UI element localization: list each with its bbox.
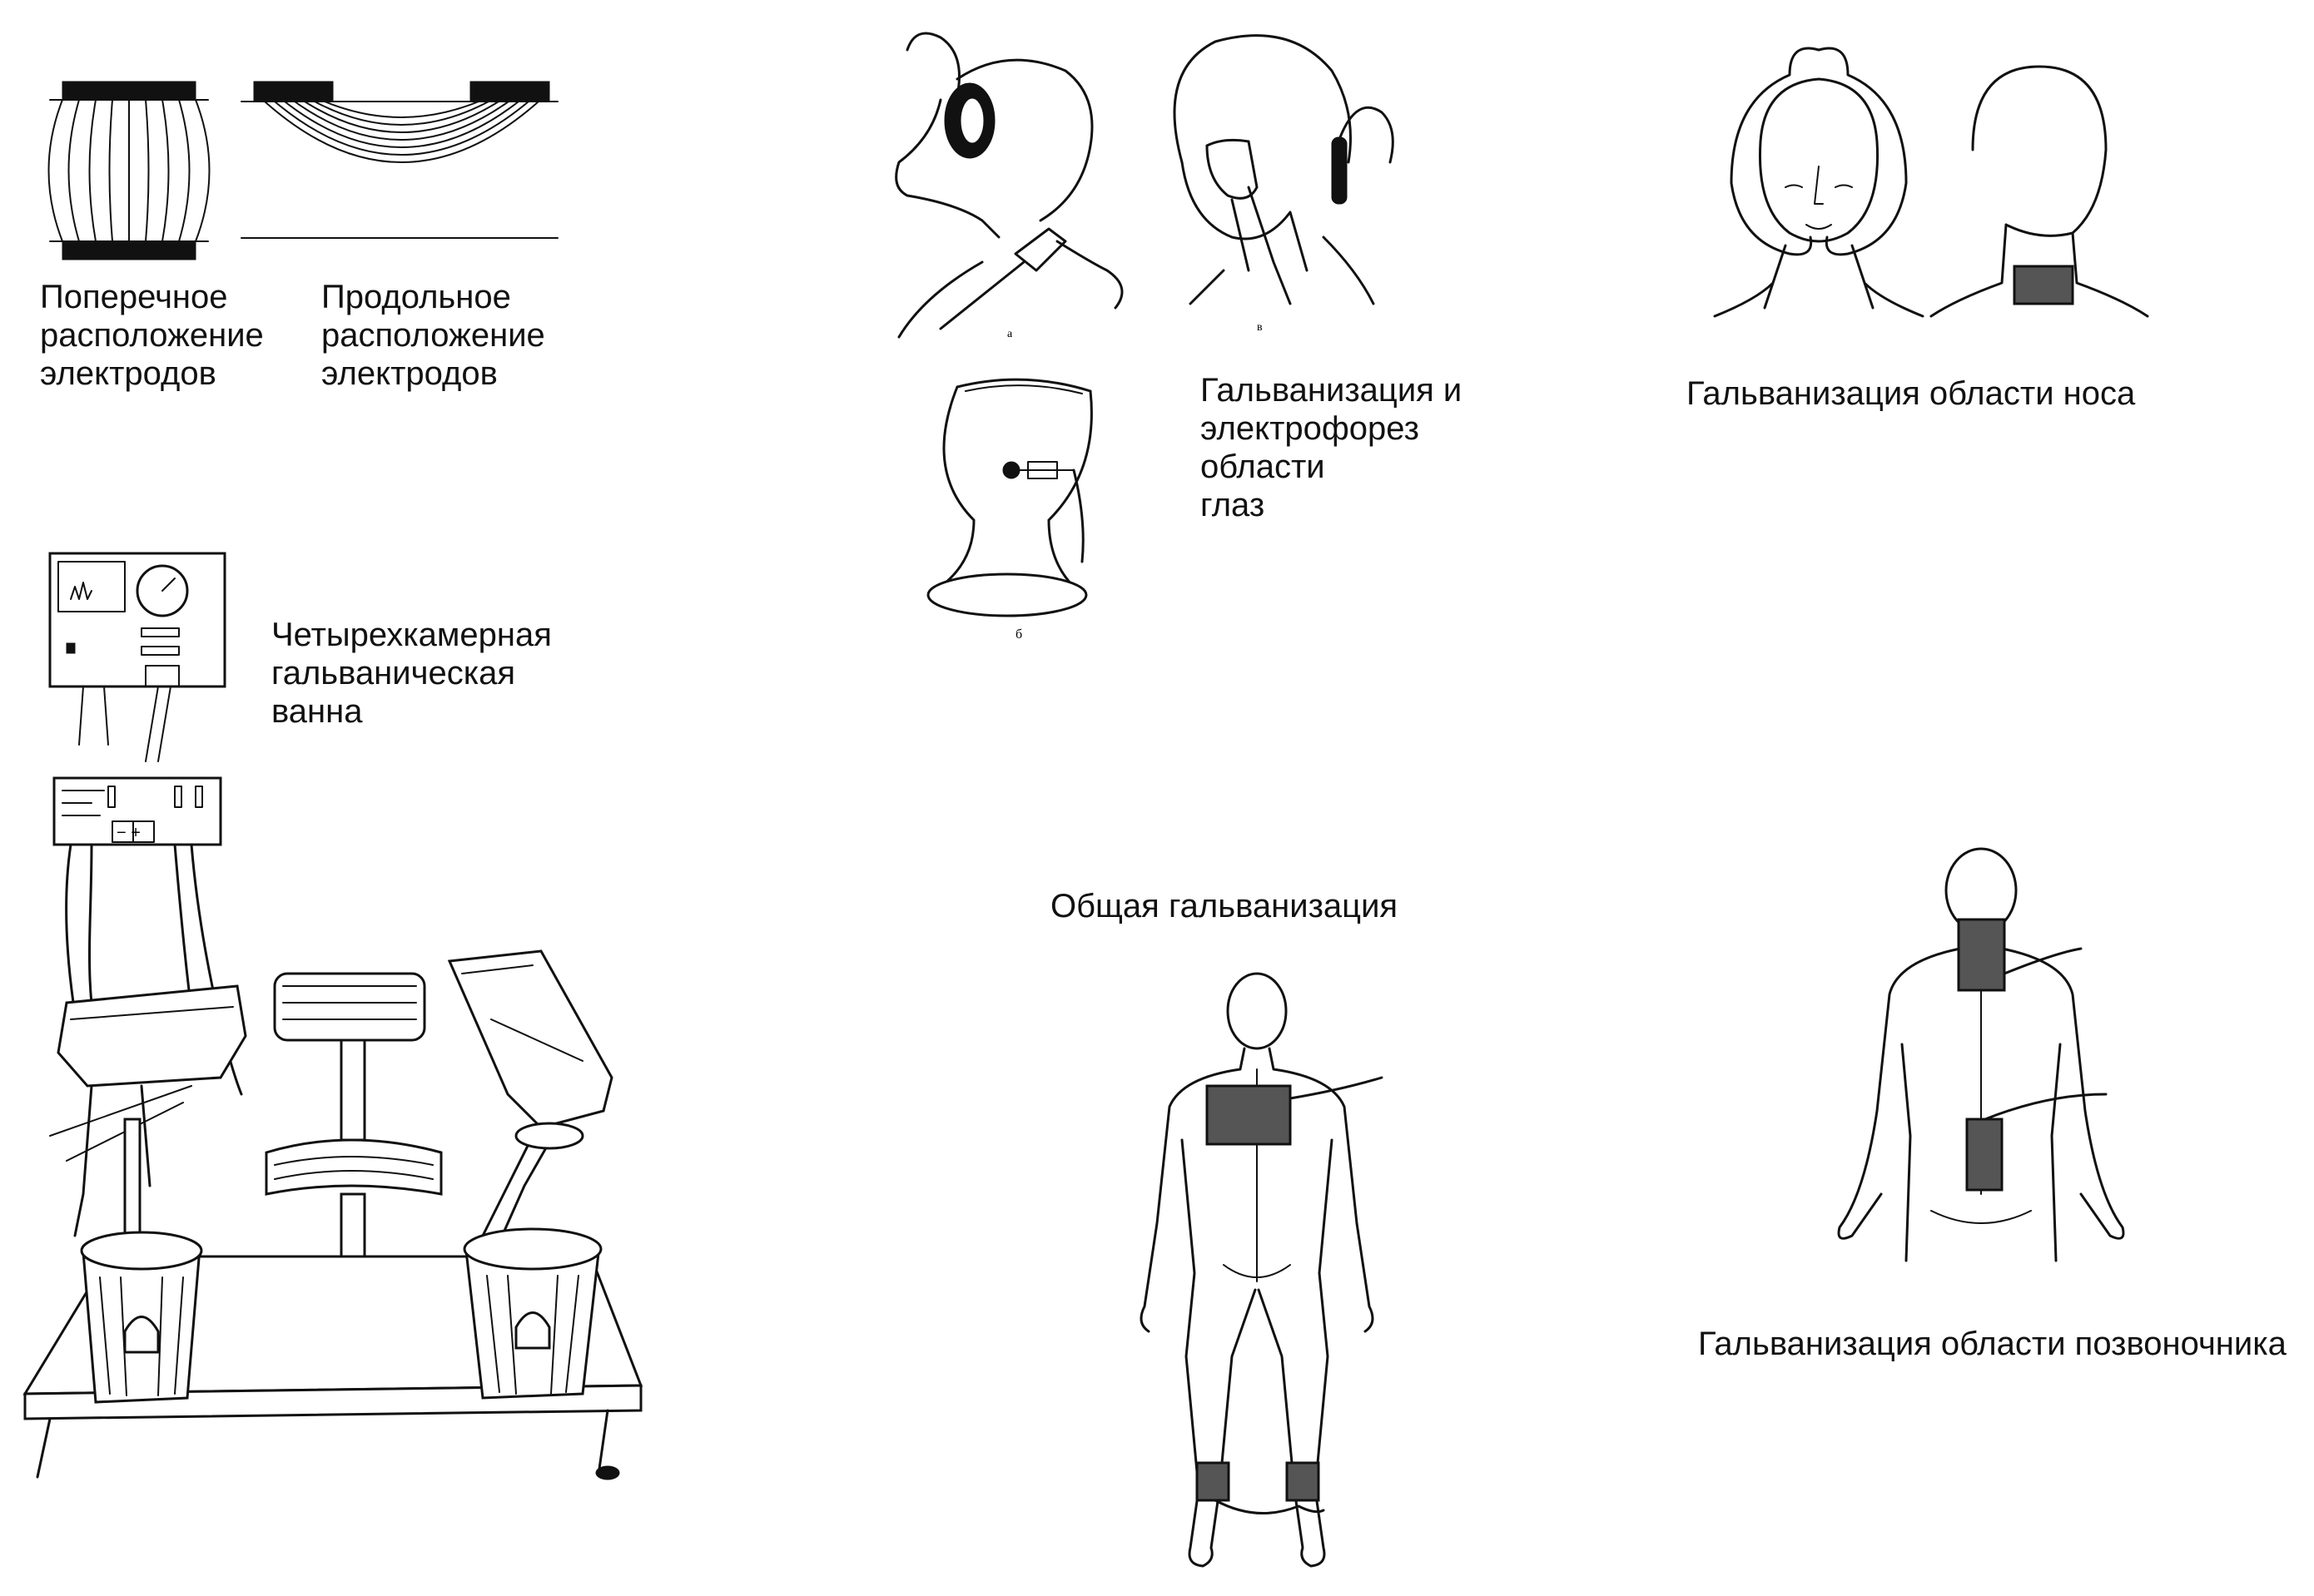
top-electrode (62, 82, 196, 100)
eyes-galvanization-illustration: а в б (857, 21, 1440, 642)
nose-galvanization-illustration (1681, 33, 2164, 349)
switch-box: − + (54, 778, 221, 845)
lumbar-electrode (1967, 1119, 2002, 1190)
left-calf-electrode (1197, 1463, 1229, 1500)
back-head (1931, 67, 2148, 316)
neck-electrode (1959, 919, 2004, 990)
right-calf-electrode (1287, 1463, 1318, 1500)
front-head (1715, 48, 1923, 316)
head-with-eye-mask: а (896, 33, 1122, 340)
spine-galvanization-illustration (1831, 845, 2164, 1286)
figure-mark-v: в (1257, 321, 1263, 334)
caption-spine: Гальванизация области позвоночника (1698, 1326, 2287, 1362)
right-electrode (470, 82, 549, 102)
caption-general: Общая гальванизация (1050, 888, 1398, 924)
arm-tub-right (449, 951, 612, 1269)
longitudinal-electrodes-diagram (241, 75, 558, 241)
svg-text:− +: − + (117, 824, 141, 842)
galvanic-apparatus (50, 553, 225, 761)
caption-transverse: Поперечное расположение электродов (40, 279, 264, 392)
eye-cup-with-syringe: б (928, 379, 1091, 642)
body-back-view (1141, 974, 1382, 1566)
foot-bucket-right (464, 1229, 601, 1398)
arm-tub-left (50, 986, 246, 1319)
bottom-electrode (62, 241, 196, 260)
field-lines (265, 102, 539, 162)
head-with-eye-electrodes: в (1174, 36, 1393, 334)
torso-back-view (1839, 849, 2123, 1261)
caption-eyes: Гальванизация и электрофорез области гла… (1200, 372, 1462, 523)
left-electrode (254, 82, 333, 102)
four-chamber-bath-illustration: − + (25, 553, 649, 1502)
caption-four-chamber: Четырехкамерная гальваническая ванна (271, 617, 552, 730)
figure-mark-b: б (1015, 627, 1022, 642)
field-lines (49, 100, 210, 241)
figure-mark-a: а (1007, 328, 1013, 340)
upper-back-electrode (1207, 1086, 1290, 1144)
caption-nose: Гальванизация области носа (1686, 375, 2136, 412)
foot-bucket-left (82, 1232, 201, 1402)
caption-longitudinal: Продольное расположение электродов (321, 279, 545, 392)
general-galvanization-illustration (1107, 974, 1415, 1581)
transverse-electrodes-diagram (50, 75, 208, 258)
